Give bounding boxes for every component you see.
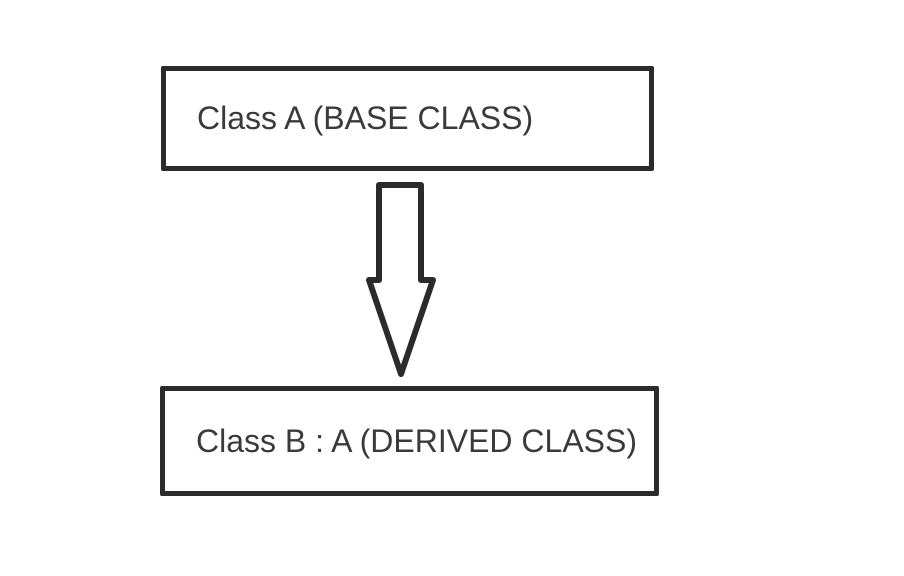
base-class-label: Class A (BASE CLASS) [197, 100, 534, 136]
derived-class-box: Class B : A (DERIVED CLASS) [160, 386, 659, 496]
inheritance-arrow [366, 182, 436, 377]
derived-class-label: Class B : A (DERIVED CLASS) [196, 422, 638, 459]
base-class-box: Class A (BASE CLASS) [161, 66, 654, 171]
inheritance-arrow-shape [366, 182, 436, 377]
